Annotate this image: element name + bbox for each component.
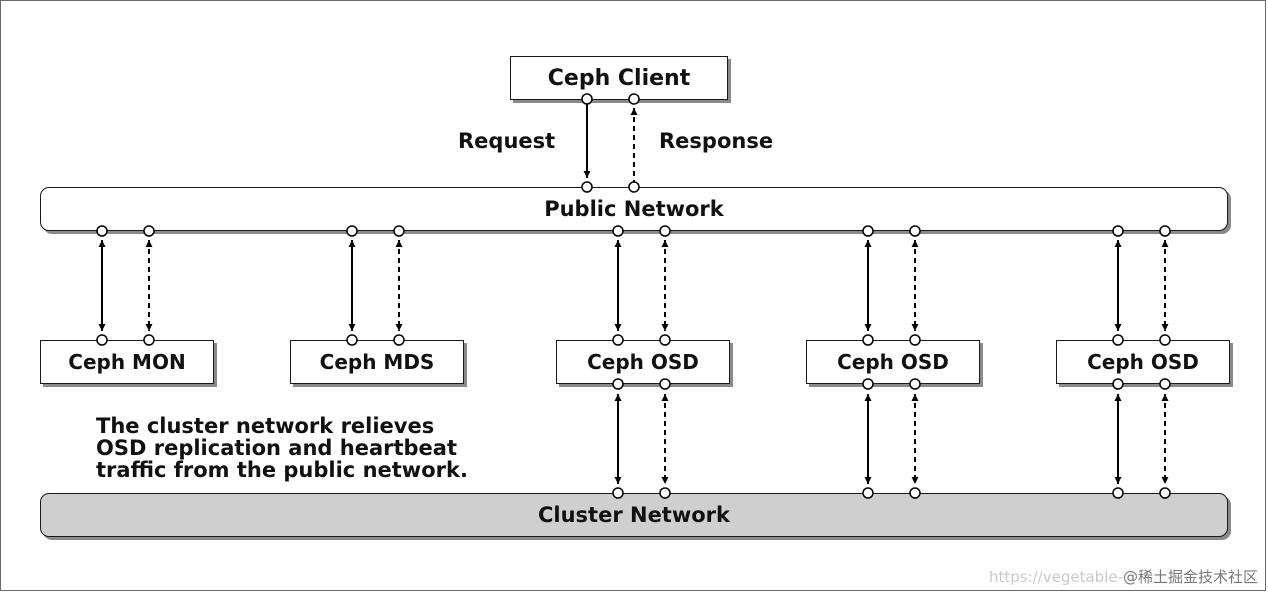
watermark: https://vegetable-@稀土掘金技术社区 bbox=[989, 566, 1258, 587]
cluster-network-note: The cluster network relieves OSD replica… bbox=[96, 415, 468, 481]
ceph-mon-box: Ceph MON bbox=[40, 340, 214, 384]
ceph-osd-box-1: Ceph OSD bbox=[556, 340, 730, 384]
ceph-client-label: Ceph Client bbox=[547, 65, 691, 91]
cluster-network-bar: Cluster Network bbox=[40, 493, 1228, 537]
note-line-3: traffic from the public network. bbox=[96, 458, 468, 482]
ceph-mds-label: Ceph MDS bbox=[319, 350, 435, 374]
note-line-1: The cluster network relieves bbox=[96, 414, 435, 438]
ceph-mds-box: Ceph MDS bbox=[290, 340, 464, 384]
ceph-mon-label: Ceph MON bbox=[68, 350, 186, 374]
watermark-url: https://vegetable- bbox=[988, 568, 1123, 586]
ceph-osd-box-2: Ceph OSD bbox=[806, 340, 980, 384]
note-line-2: OSD replication and heartbeat bbox=[96, 436, 457, 460]
response-label: Response bbox=[659, 129, 774, 153]
public-network-label: Public Network bbox=[544, 197, 724, 221]
watermark-site: @稀土掘金技术社区 bbox=[1122, 568, 1258, 586]
ceph-osd-label-2: Ceph OSD bbox=[837, 350, 949, 374]
ceph-osd-box-3: Ceph OSD bbox=[1056, 340, 1230, 384]
public-network-bar: Public Network bbox=[40, 187, 1228, 231]
link-group bbox=[98, 104, 1169, 484]
ceph-osd-label-1: Ceph OSD bbox=[587, 350, 699, 374]
cluster-network-label: Cluster Network bbox=[537, 503, 730, 527]
ceph-client-box: Ceph Client bbox=[510, 56, 728, 100]
ceph-osd-label-3: Ceph OSD bbox=[1087, 350, 1199, 374]
request-label: Request bbox=[458, 129, 556, 153]
